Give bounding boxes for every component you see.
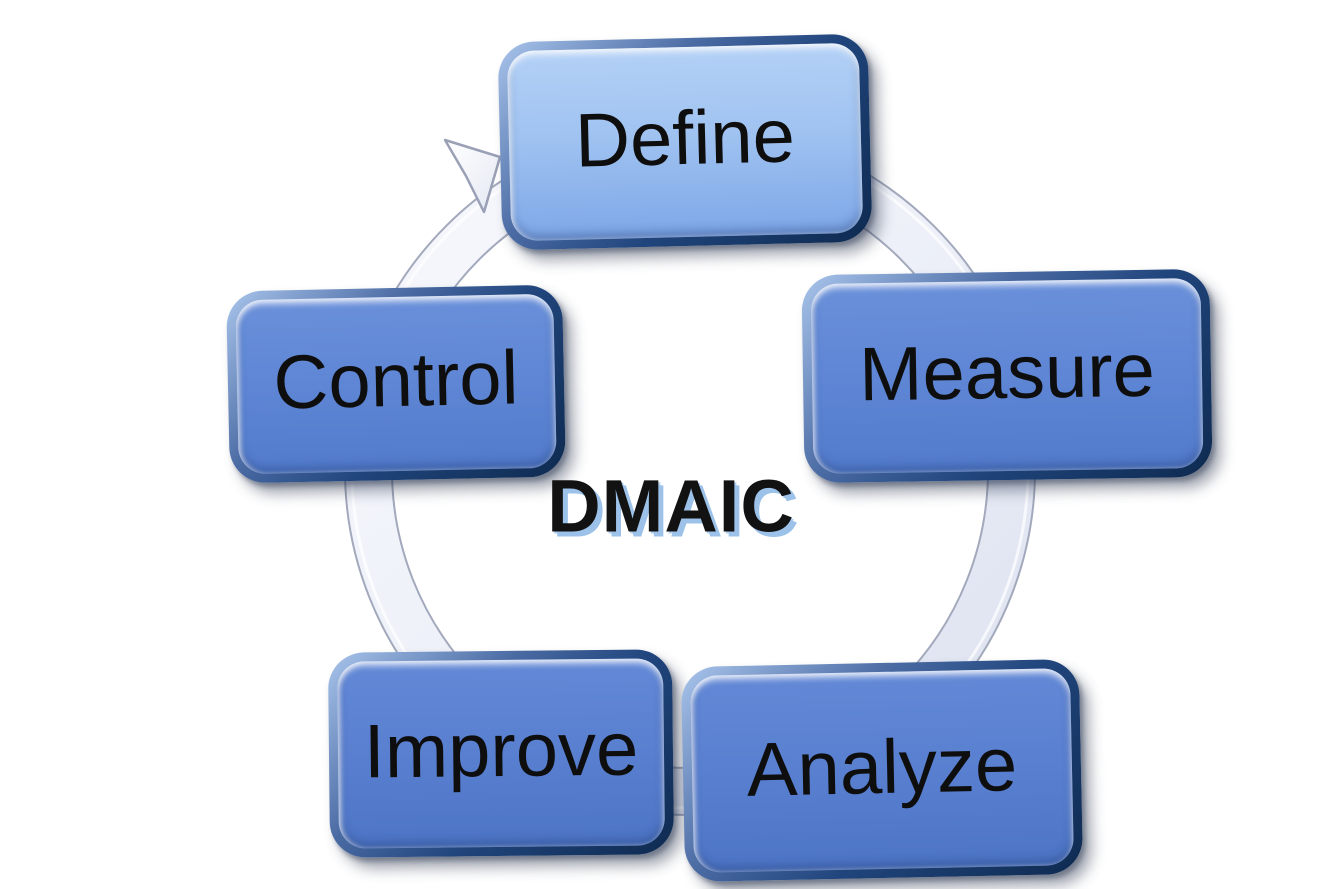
step-box-improve-face: Improve bbox=[337, 658, 665, 849]
step-box-define: Define bbox=[497, 33, 873, 251]
step-box-measure: Measure bbox=[801, 268, 1213, 484]
step-label-measure: Measure bbox=[858, 327, 1156, 418]
step-box-control-face: Control bbox=[235, 293, 557, 475]
step-box-analyze-face: Analyze bbox=[689, 668, 1075, 873]
step-box-measure-face: Measure bbox=[810, 277, 1204, 475]
diagram-title: DMAIC bbox=[547, 464, 795, 548]
step-label-improve: Improve bbox=[363, 706, 639, 794]
step-box-control: Control bbox=[226, 284, 566, 484]
step-label-analyze: Analyze bbox=[745, 721, 1018, 813]
step-label-control: Control bbox=[272, 335, 520, 426]
step-box-improve: Improve bbox=[327, 649, 675, 858]
step-box-define-face: Define bbox=[506, 42, 864, 242]
step-box-analyze: Analyze bbox=[680, 658, 1084, 883]
cycle-arrowhead-icon bbox=[443, 138, 502, 214]
step-label-define: Define bbox=[574, 93, 796, 184]
